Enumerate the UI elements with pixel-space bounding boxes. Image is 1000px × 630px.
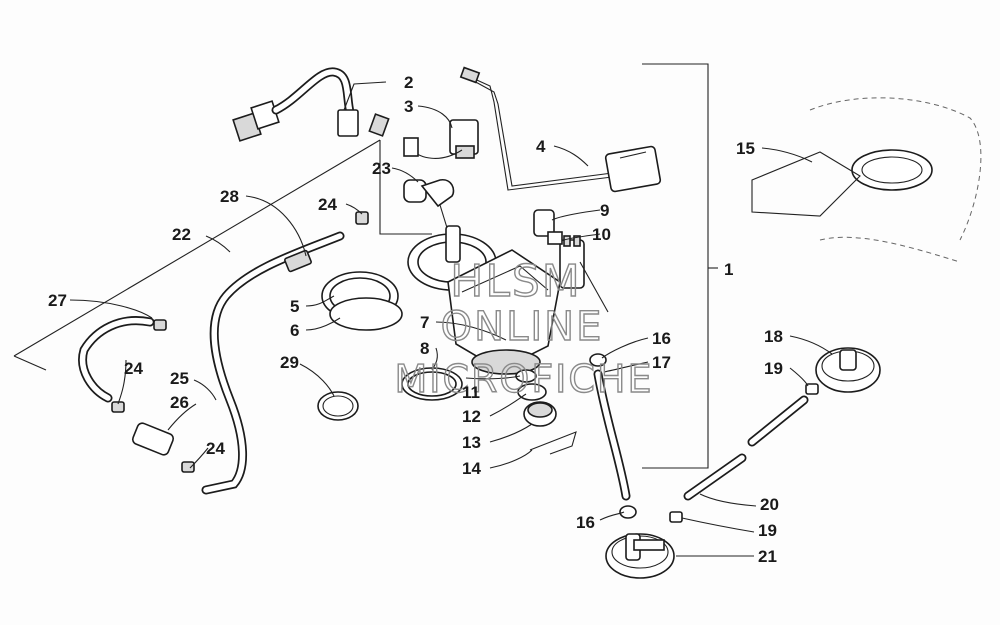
sender-connector: [403, 119, 479, 159]
callout-2: 2: [404, 73, 413, 92]
callout-24-mid: 24: [124, 359, 143, 378]
caps: [533, 209, 563, 245]
watermark-line-1: HLSM: [450, 256, 582, 307]
callout-29: 29: [280, 353, 299, 372]
callout-13: 13: [462, 433, 481, 452]
callout-24-low: 24: [206, 439, 225, 458]
callout-16-lower: 16: [576, 513, 595, 532]
assembly-bracket: [642, 63, 718, 469]
callout-9: 9: [600, 201, 609, 220]
hose-clamp-29: [317, 391, 359, 421]
connecting-hoses: [669, 383, 819, 523]
inset-detail: [751, 97, 982, 263]
callout-5: 5: [290, 297, 299, 316]
callout-8: 8: [420, 339, 429, 358]
callout-20: 20: [760, 495, 779, 514]
callout-23: 23: [372, 159, 391, 178]
callout-12: 12: [462, 407, 481, 426]
callout-6: 6: [290, 321, 299, 340]
callout-4: 4: [536, 137, 546, 156]
callouts: 1 2 3 4 5 6 7 8 9 10 11 12 13 14 15 16 1…: [48, 73, 783, 566]
callout-24-top: 24: [318, 195, 337, 214]
callout-15: 15: [736, 139, 755, 158]
callout-21: 21: [758, 547, 777, 566]
fuel-level-sender: [459, 66, 662, 193]
callout-17: 17: [652, 353, 671, 372]
wiring-harness: [232, 67, 390, 142]
callout-10: 10: [592, 225, 611, 244]
callout-14: 14: [462, 459, 481, 478]
filter-parts: [515, 369, 577, 455]
leader-lines: [69, 81, 833, 557]
upper-pump: [815, 347, 881, 393]
callout-1: 1: [724, 260, 733, 279]
gasket-rings: [321, 271, 403, 331]
filter-hose: [78, 211, 369, 473]
callout-19-lower: 19: [758, 521, 777, 540]
callout-27: 27: [48, 291, 67, 310]
callout-7: 7: [420, 313, 429, 332]
watermark-line-3: MICROFICHE: [394, 357, 653, 401]
lock-ring: [401, 367, 463, 401]
vertical-hose: [589, 353, 637, 519]
perspective-lines: [13, 139, 432, 371]
fuel-line: [201, 231, 345, 495]
callout-22: 22: [172, 225, 191, 244]
watermark: HLSM ONLINE MICROFICHE: [394, 255, 653, 401]
watermark-line-2: ONLINE: [441, 304, 604, 350]
callout-19-upper: 19: [764, 359, 783, 378]
callout-11: 11: [462, 383, 480, 402]
callout-26: 26: [170, 393, 189, 412]
callout-3: 3: [404, 97, 413, 116]
callout-28: 28: [220, 187, 239, 206]
fuel-pump-module: [407, 225, 609, 375]
callout-18: 18: [764, 327, 783, 346]
callout-25: 25: [170, 369, 189, 388]
lower-pump: [605, 533, 675, 579]
callout-16-upper: 16: [652, 329, 671, 348]
